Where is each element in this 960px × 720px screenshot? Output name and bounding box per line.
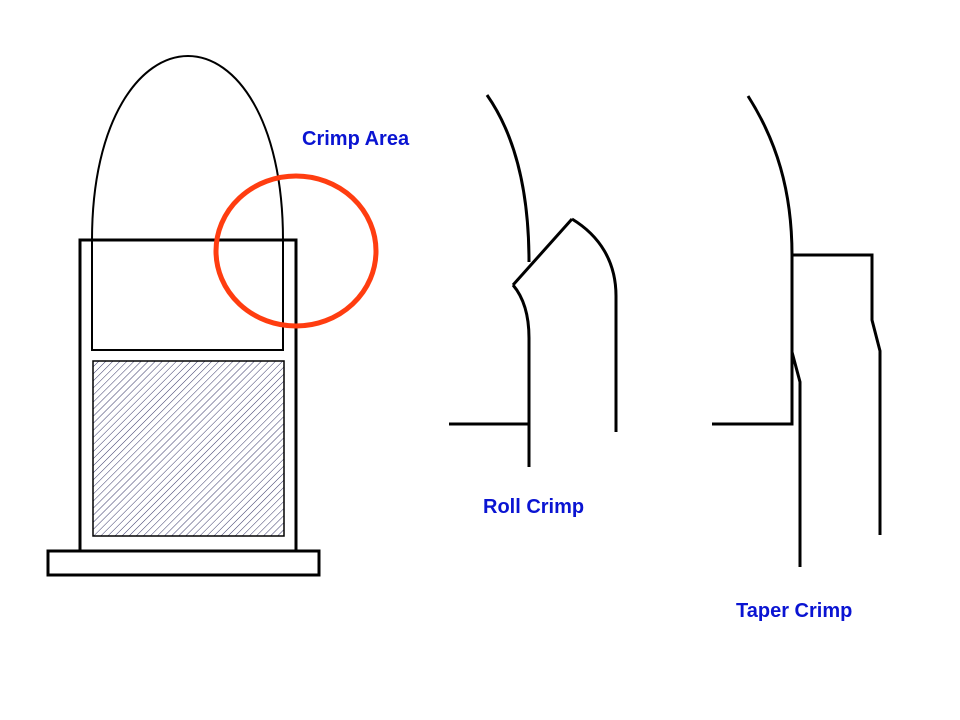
- taper-crimp-drawing: [712, 95, 882, 567]
- roll-crimp-label: Roll Crimp: [483, 496, 585, 518]
- taper-case-wall: [790, 351, 802, 567]
- roll-case-left-wall: [511, 284, 531, 467]
- crimp-area-label: Crimp Area: [302, 128, 410, 150]
- cartridge: [46, 54, 321, 577]
- bullet-outline: [91, 54, 284, 351]
- roll-crimp-drawing: [449, 94, 618, 467]
- taper-die-outline: [792, 253, 882, 535]
- taper-bullet-curve: [746, 95, 794, 256]
- roll-die-wall: [571, 217, 618, 432]
- taper-inner-wall: [712, 255, 794, 426]
- crimp-area-highlight: [213, 173, 379, 329]
- case-rim: [46, 549, 321, 577]
- powder-charge: [92, 360, 285, 537]
- taper-crimp-label: Taper Crimp: [736, 600, 853, 622]
- roll-crimp-lip: [511, 218, 574, 286]
- roll-bullet-curve: [485, 94, 531, 263]
